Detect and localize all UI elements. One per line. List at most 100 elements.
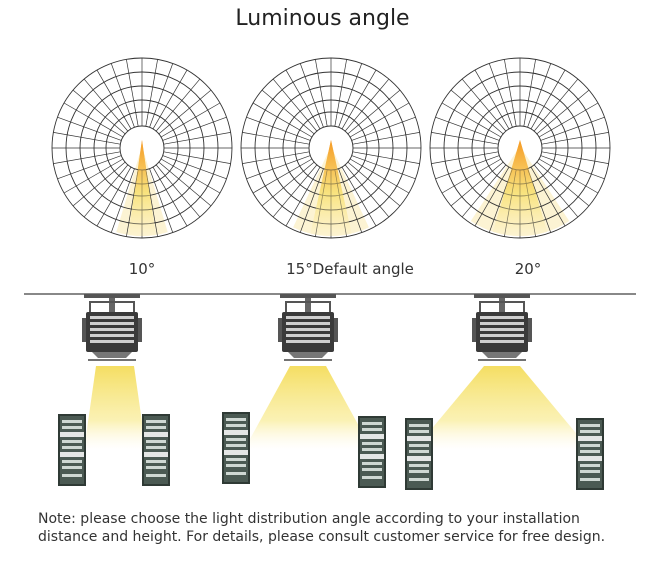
- grid-radial: [530, 166, 566, 227]
- floodlight-20: [471, 293, 533, 361]
- rack-right-15: [358, 416, 386, 488]
- grid-radial: [246, 155, 311, 180]
- light-beam-10: [84, 366, 146, 450]
- note-line-2: distance and height. For details, please…: [38, 529, 606, 545]
- grid-radial: [541, 132, 609, 145]
- grid-radial: [272, 164, 318, 218]
- beam-core-overlay: [492, 140, 548, 237]
- floodlight-10: [81, 293, 143, 361]
- grid-radial: [163, 151, 231, 164]
- grid-radial: [334, 59, 347, 127]
- polar-diagram-15: [240, 57, 422, 239]
- grid-radial: [461, 78, 507, 132]
- grid-radial: [431, 132, 499, 145]
- rack-left-15: [222, 412, 250, 484]
- rack-left-10: [58, 414, 86, 486]
- grid-radial: [351, 155, 416, 180]
- grid-radial: [341, 69, 377, 130]
- grid-radial: [435, 155, 500, 180]
- grid-radial: [338, 168, 363, 233]
- grid-radial: [315, 59, 328, 127]
- grid-radial: [158, 161, 212, 207]
- grid-radial: [536, 89, 590, 135]
- grid-radial: [474, 166, 510, 227]
- grid-radial: [338, 63, 363, 128]
- grid-radial: [341, 166, 377, 227]
- grid-radial: [261, 161, 315, 207]
- grid-radial: [504, 59, 517, 127]
- note-line-1: Note: please choose the light distributi…: [38, 511, 580, 527]
- grid-radial: [441, 158, 502, 194]
- grid-radial: [285, 69, 321, 130]
- grid-radial: [160, 158, 221, 194]
- grid-radial: [349, 158, 410, 194]
- grid-radial: [163, 132, 231, 145]
- grid-radial: [299, 63, 324, 128]
- grid-radial: [110, 168, 135, 233]
- grid-radial: [152, 69, 188, 130]
- grid-radial: [536, 161, 590, 207]
- grid-radial: [450, 89, 504, 135]
- grid-radial: [63, 158, 124, 194]
- grid-radial: [431, 151, 499, 164]
- grid-radial: [347, 161, 401, 207]
- grid-radial: [344, 78, 390, 132]
- grid-radial: [285, 166, 321, 227]
- grid-radial: [145, 59, 158, 127]
- grid-radial: [160, 102, 221, 138]
- grid-radial: [252, 158, 313, 194]
- rack-right-10: [142, 414, 170, 486]
- polar-diagram-10: [51, 57, 233, 239]
- angle-label-15: 15°Default angle: [286, 260, 414, 278]
- grid-radial: [540, 116, 605, 141]
- grid-radial: [63, 102, 124, 138]
- grid-radial: [541, 151, 609, 164]
- grid-radial: [347, 89, 401, 135]
- angle-label-20: 20°: [514, 260, 542, 278]
- grid-radial: [533, 78, 579, 132]
- grid-radial: [352, 132, 420, 145]
- grid-radial: [246, 116, 311, 141]
- grid-radial: [533, 164, 579, 218]
- grid-radial: [96, 166, 132, 227]
- installation-note: Note: please choose the light distributi…: [38, 510, 638, 546]
- grid-radial: [540, 155, 605, 180]
- grid-radial: [126, 59, 139, 127]
- grid-radial: [72, 161, 126, 207]
- grid-radial: [435, 116, 500, 141]
- grid-radial: [523, 59, 536, 127]
- grid-radial: [441, 102, 502, 138]
- grid-radial: [162, 155, 227, 180]
- polar-diagram-20: [429, 57, 611, 239]
- grid-radial: [53, 132, 121, 145]
- grid-radial: [349, 102, 410, 138]
- grid-radial: [149, 63, 174, 128]
- light-beam-15: [244, 366, 372, 450]
- grid-radial: [527, 63, 552, 128]
- grid-radial: [351, 116, 416, 141]
- grid-radial: [152, 166, 188, 227]
- grid-radial: [461, 164, 507, 218]
- light-beam-20: [414, 366, 590, 450]
- grid-radial: [57, 155, 122, 180]
- grid-radial: [344, 164, 390, 218]
- grid-radial: [155, 78, 201, 132]
- grid-radial: [53, 151, 121, 164]
- grid-radial: [242, 151, 310, 164]
- diagram-title: Luminous angle: [235, 6, 410, 31]
- grid-radial: [72, 89, 126, 135]
- rack-right-20: [576, 418, 604, 490]
- beam-core-overlay: [128, 140, 156, 236]
- grid-radial: [83, 78, 129, 132]
- grid-radial: [488, 63, 513, 128]
- grid-radial: [352, 151, 420, 164]
- floodlight-15: [277, 293, 339, 361]
- grid-radial: [110, 63, 135, 128]
- grid-radial: [158, 89, 212, 135]
- grid-radial: [538, 102, 599, 138]
- grid-radial: [272, 78, 318, 132]
- grid-radial: [155, 164, 201, 218]
- grid-radial: [162, 116, 227, 141]
- grid-radial: [261, 89, 315, 135]
